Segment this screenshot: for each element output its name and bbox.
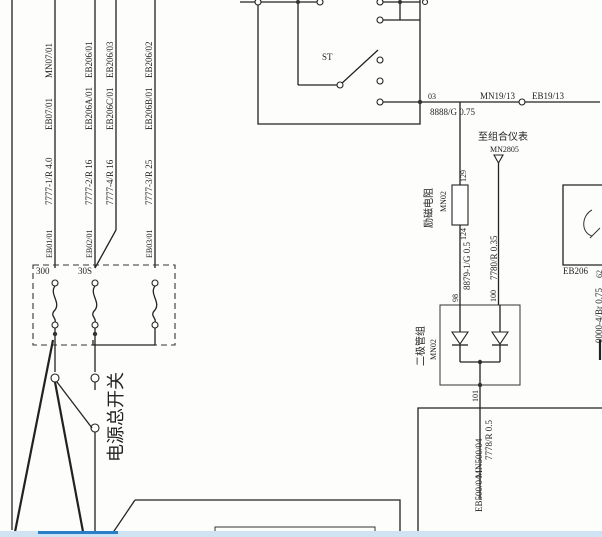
lower-frame — [417, 407, 602, 537]
relay-box — [257, 0, 421, 125]
pin-98: 98 — [451, 294, 460, 302]
eb206-label: EB206 — [563, 266, 589, 276]
diagram-stroke — [152, 285, 158, 323]
diode-id-label: MN02 — [429, 339, 438, 360]
diagram-stroke — [51, 321, 59, 329]
diagram-stroke — [376, 56, 384, 64]
wire-8879-label: 8879-1/G 0.5 — [462, 242, 472, 290]
eb206-symbol — [583, 209, 601, 239]
diagram-stroke — [490, 331, 510, 345]
diagram-stroke — [376, 0, 384, 6]
diagram-stroke — [90, 423, 100, 433]
fuse-3 — [151, 279, 159, 329]
diagram-stroke — [52, 285, 58, 323]
junction — [52, 331, 58, 337]
terminal-300: 300 — [36, 266, 50, 276]
label-eb01: EB01/01 — [45, 230, 54, 258]
label-eb206a: EB206A/01 — [84, 87, 94, 130]
bottom-scroll-bar — [0, 531, 602, 537]
diagram-stroke — [417, 99, 423, 105]
frame-bottom-box — [135, 499, 401, 537]
diagram-stroke — [376, 16, 384, 24]
label-eb07: EB07/01 — [44, 98, 54, 130]
label-7777-1: 7777-1/R 4.0 — [44, 157, 54, 205]
terminal-30s: 30S — [78, 266, 92, 276]
diagram-stroke — [91, 321, 99, 329]
fuse-300 — [51, 279, 59, 329]
wire-0000-label: 0000-4/Br 0.75 — [594, 288, 602, 343]
wire-8888-label: 8888/G 0.75 — [430, 107, 476, 117]
relay-contact — [298, 49, 379, 86]
diagram-stroke — [296, 0, 300, 4]
diagram-stroke — [151, 321, 159, 329]
to-cluster-label: 至组合仪表 — [478, 130, 528, 143]
wire-eb500-label: EB500/04 — [474, 475, 484, 512]
cluster-arrow — [493, 154, 504, 165]
label-7777-3: 7777-3/R 25 — [144, 159, 154, 205]
diode-1 — [450, 305, 470, 362]
fuse-30s — [91, 279, 99, 329]
junction — [92, 331, 98, 337]
connector-eb1913 — [518, 98, 526, 106]
excite-res-label: 励磁电阻 — [422, 188, 435, 228]
wire-labels: MN07/01 EB07/01 7777-1/R 4.0 EB01/01 EB2… — [44, 41, 154, 258]
label-eb03: EB03/01 — [145, 230, 154, 258]
label-eb206-02: EB206/02 — [144, 41, 154, 78]
diagram-stroke — [92, 285, 98, 323]
label-7777-4: 7777-4/R 16 — [105, 159, 115, 205]
diagram-stroke — [91, 279, 99, 287]
label-eb206c: EB206C/01 — [105, 87, 115, 130]
diagram-stroke — [51, 279, 59, 287]
diagram-stroke — [421, 0, 429, 6]
label-mn07: MN07/01 — [44, 43, 54, 78]
wire-3-join — [94, 229, 117, 269]
pin-101: 101 — [471, 390, 480, 402]
diode-group-label: 二极管组 — [414, 326, 427, 366]
diagram-stroke — [316, 0, 324, 6]
diagram-stroke — [56, 381, 93, 429]
eb206-box — [562, 184, 602, 266]
excitation-resistor — [451, 184, 469, 226]
diagram-stroke — [151, 279, 159, 287]
power-switch-label: 电源总开关 — [106, 372, 127, 462]
diagram-stroke — [477, 382, 483, 388]
relay-st-label: ST — [322, 52, 333, 62]
diode-2 — [490, 305, 510, 362]
label-eb206-01: EB206/01 — [84, 41, 94, 78]
diagram-stroke — [376, 77, 384, 85]
diagram-stroke — [254, 0, 262, 6]
wire-mn500-label: MN500/04 — [474, 438, 484, 478]
label-eb206-03: EB206/03 — [105, 41, 115, 78]
ground-wire-2 — [12, 339, 55, 537]
diagram-stroke — [50, 373, 60, 383]
wire-mn1913-label: MN19/13 — [480, 91, 516, 101]
mn2805-label: MN2805 — [490, 145, 519, 154]
label-eb206b: EB206B/01 — [144, 87, 154, 130]
frame-corner — [109, 499, 136, 537]
label-eb02: EB02/01 — [85, 230, 94, 258]
wire-3-low — [92, 328, 156, 346]
pin-124: 124 — [459, 228, 468, 240]
pin-129: 129 — [459, 170, 468, 182]
wire-7778-label: 7778/R 0.5 — [484, 419, 494, 460]
diagram-stroke — [90, 373, 100, 383]
wire-eb1913-label: EB19/13 — [532, 91, 565, 101]
node-03: 03 — [428, 92, 436, 101]
bottom-accent — [38, 531, 118, 534]
ground-wire-1 — [53, 381, 86, 537]
pin-100: 100 — [489, 290, 498, 302]
diagram-stroke — [336, 81, 344, 89]
diagram-stroke — [450, 331, 470, 345]
diagram-stroke — [376, 98, 384, 106]
resistor-mn02: MN02 — [439, 191, 448, 212]
pin-62: 62 — [595, 270, 602, 278]
label-7777-2: 7777-2/R 16 — [84, 159, 94, 205]
wire-7780-label: 7780/R 0.35 — [489, 235, 499, 280]
